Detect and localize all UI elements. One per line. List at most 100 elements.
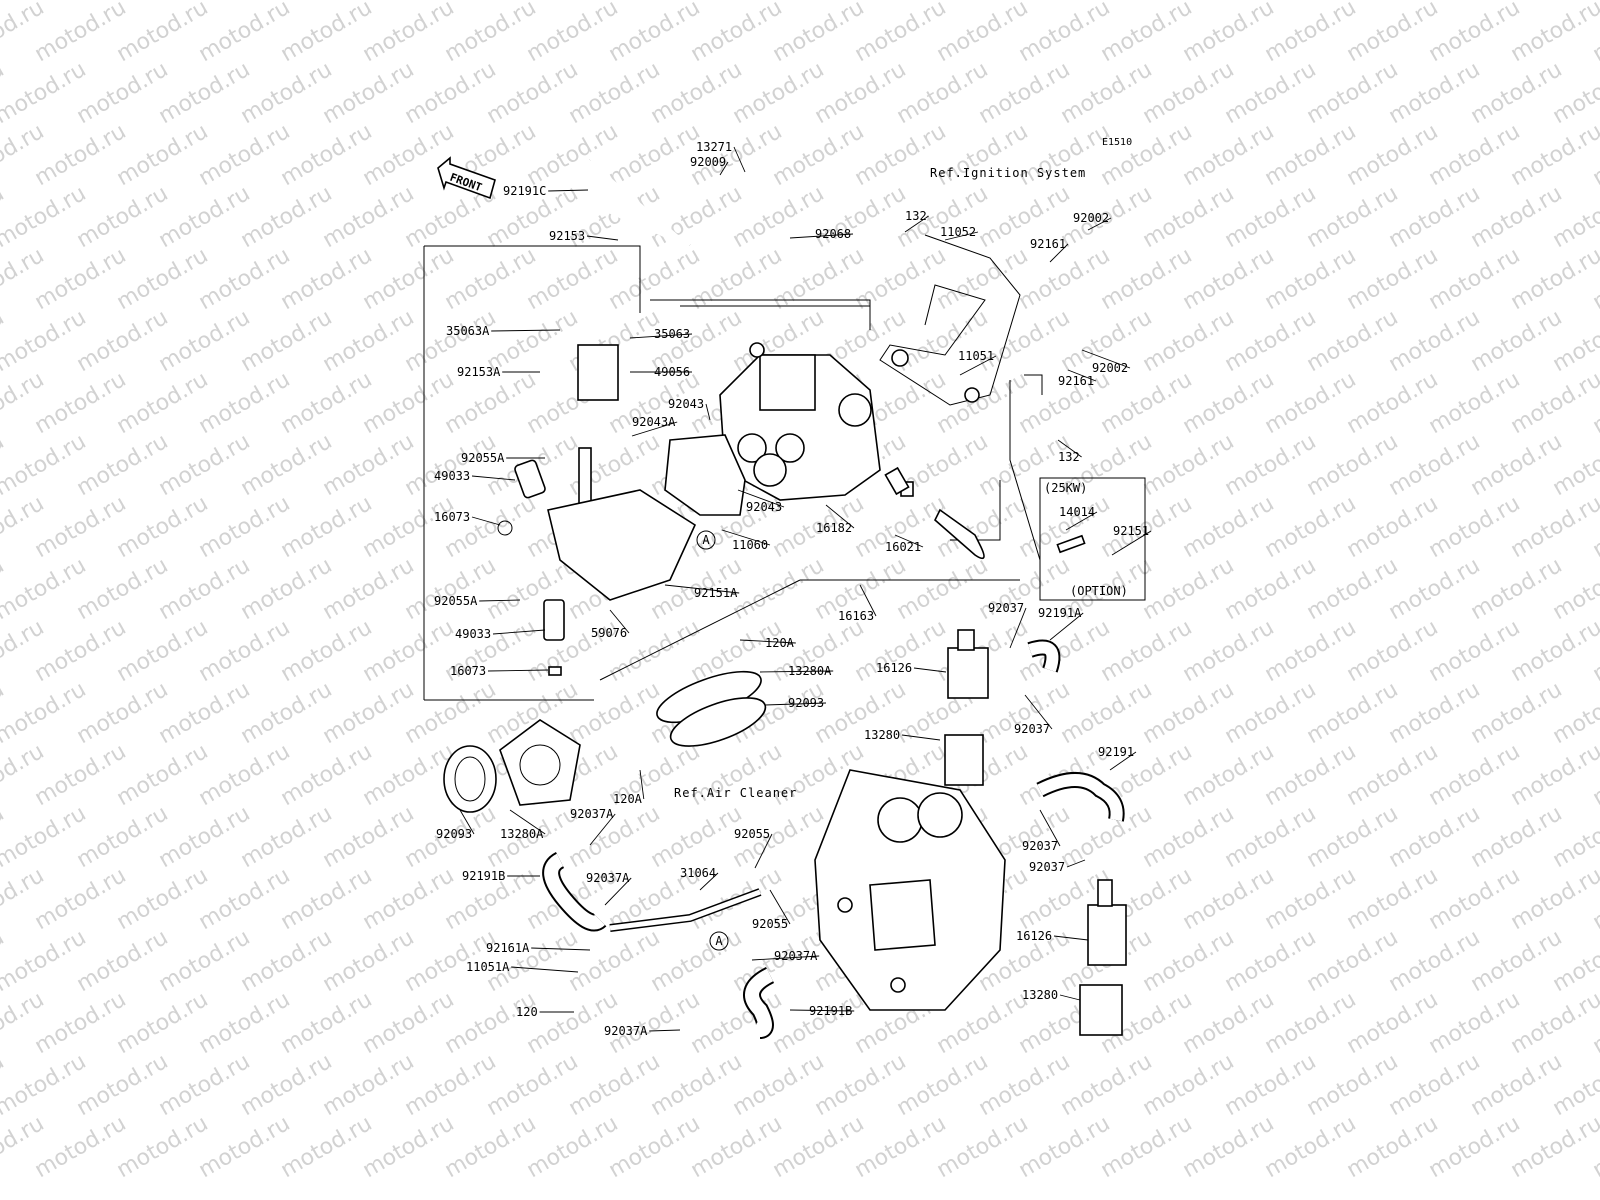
part-label-92037a: 92037A bbox=[570, 807, 614, 821]
box-25kw-title: (25KW) bbox=[1044, 481, 1087, 495]
part-label-92191c: 92191C bbox=[503, 184, 546, 198]
leader-line bbox=[631, 421, 678, 437]
leader-line bbox=[548, 189, 589, 192]
leader-line bbox=[789, 233, 854, 239]
part-label-92037: 92037 bbox=[1022, 839, 1058, 853]
part-label-16126: 16126 bbox=[1016, 929, 1052, 943]
part-label-92002: 92002 bbox=[1073, 211, 1109, 225]
leader-line bbox=[492, 629, 546, 635]
part-label-14014: 14014 bbox=[1059, 505, 1095, 519]
leader-line bbox=[1059, 994, 1081, 1001]
leader-line bbox=[737, 489, 785, 508]
leader-line bbox=[471, 516, 501, 526]
part-label-92037: 92037 bbox=[988, 601, 1024, 615]
leader-line bbox=[1065, 511, 1098, 531]
leader-line bbox=[604, 877, 632, 906]
leader-line bbox=[739, 639, 796, 644]
diagram-id: E1510 bbox=[1102, 137, 1132, 148]
part-label-16163: 16163 bbox=[838, 609, 874, 623]
leader-line bbox=[1049, 612, 1084, 641]
part-label-92191: 92191 bbox=[1098, 745, 1134, 759]
part-label-35063a: 35063A bbox=[446, 324, 490, 338]
part-label-92191b: 92191B bbox=[462, 869, 505, 883]
callout-a-left-label: A bbox=[702, 533, 710, 547]
leader-line bbox=[629, 333, 693, 339]
part-label-92037a: 92037A bbox=[586, 871, 630, 885]
leader-line bbox=[759, 670, 834, 673]
leader-line bbox=[1049, 243, 1069, 263]
part-label-92037a: 92037A bbox=[774, 949, 818, 963]
part-label-92055: 92055 bbox=[734, 827, 770, 841]
leader-line bbox=[1087, 217, 1112, 231]
leader-line bbox=[913, 667, 947, 673]
part-label-92151: 92151 bbox=[1113, 524, 1149, 538]
part-label-120a: 120A bbox=[765, 636, 795, 650]
part-label-11052: 11052 bbox=[940, 225, 976, 239]
part-label-11051a: 11051A bbox=[466, 960, 510, 974]
part-label-92009: 92009 bbox=[690, 155, 726, 169]
leader-line bbox=[479, 599, 521, 602]
leader-line bbox=[1111, 530, 1152, 556]
leader-line bbox=[1024, 694, 1053, 730]
leader-line bbox=[764, 702, 827, 706]
callout-a-right: A bbox=[709, 931, 729, 951]
part-label-92153: 92153 bbox=[549, 229, 585, 243]
part-label-35063: 35063 bbox=[654, 327, 690, 341]
pump-shapes bbox=[884, 466, 1127, 1036]
gasket-shapes bbox=[443, 434, 767, 813]
leader-line bbox=[511, 966, 579, 973]
leader-line bbox=[589, 813, 616, 846]
part-label-11060: 11060 bbox=[732, 538, 768, 552]
leader-line bbox=[1081, 349, 1131, 369]
part-label-92068: 92068 bbox=[815, 227, 851, 241]
part-label-92055a: 92055A bbox=[461, 451, 505, 465]
part-label-13280: 13280 bbox=[864, 728, 900, 742]
part-label-92037a: 92037A bbox=[604, 1024, 648, 1038]
frame-lines bbox=[423, 245, 1043, 701]
part-label-59076: 59076 bbox=[591, 626, 627, 640]
part-label-49033: 49033 bbox=[434, 469, 470, 483]
leader-line bbox=[1067, 369, 1097, 382]
leader-line bbox=[705, 403, 711, 421]
bracket-shape bbox=[879, 234, 1021, 406]
box-option-label: (OPTION) bbox=[1070, 584, 1128, 598]
leader-line bbox=[459, 809, 475, 835]
part-label-132: 132 bbox=[905, 209, 927, 223]
leader-line bbox=[531, 947, 591, 951]
leader-line bbox=[491, 329, 561, 332]
part-label-92055a: 92055A bbox=[434, 594, 478, 608]
ref-ignition-label: Ref.Ignition System bbox=[930, 166, 1086, 180]
leader-line bbox=[609, 609, 630, 634]
part-label-31064: 31064 bbox=[680, 866, 716, 880]
leader-line bbox=[639, 769, 645, 800]
front-arrow-icon: FRONT bbox=[437, 156, 496, 200]
part-label-16182: 16182 bbox=[816, 521, 852, 535]
part-label-13280: 13280 bbox=[1022, 988, 1058, 1002]
leader-line bbox=[825, 504, 855, 529]
part-label-92043a: 92043A bbox=[632, 415, 676, 429]
part-label-49033: 49033 bbox=[455, 627, 491, 641]
leader-line bbox=[719, 161, 729, 176]
part-label-92161: 92161 bbox=[1030, 237, 1066, 251]
part-label-92043: 92043 bbox=[668, 397, 704, 411]
part-label-92002: 92002 bbox=[1092, 361, 1128, 375]
leader-line bbox=[751, 955, 820, 961]
part-label-16021: 16021 bbox=[885, 540, 921, 554]
part-label-92161a: 92161A bbox=[486, 941, 530, 955]
part-label-92093: 92093 bbox=[788, 696, 824, 710]
injector-shapes bbox=[497, 344, 697, 676]
leader-line bbox=[1066, 859, 1086, 868]
part-label-92093: 92093 bbox=[436, 827, 472, 841]
part-label-92191a: 92191A bbox=[1038, 606, 1082, 620]
leader-line bbox=[904, 215, 929, 233]
part-label-13280a: 13280A bbox=[500, 827, 544, 841]
option-box bbox=[1039, 477, 1146, 601]
part-label-16073: 16073 bbox=[450, 664, 486, 678]
leader-line bbox=[586, 235, 619, 241]
leader-line bbox=[894, 534, 924, 548]
part-label-16126: 16126 bbox=[876, 661, 912, 675]
part-label-13271: 13271 bbox=[696, 140, 732, 154]
